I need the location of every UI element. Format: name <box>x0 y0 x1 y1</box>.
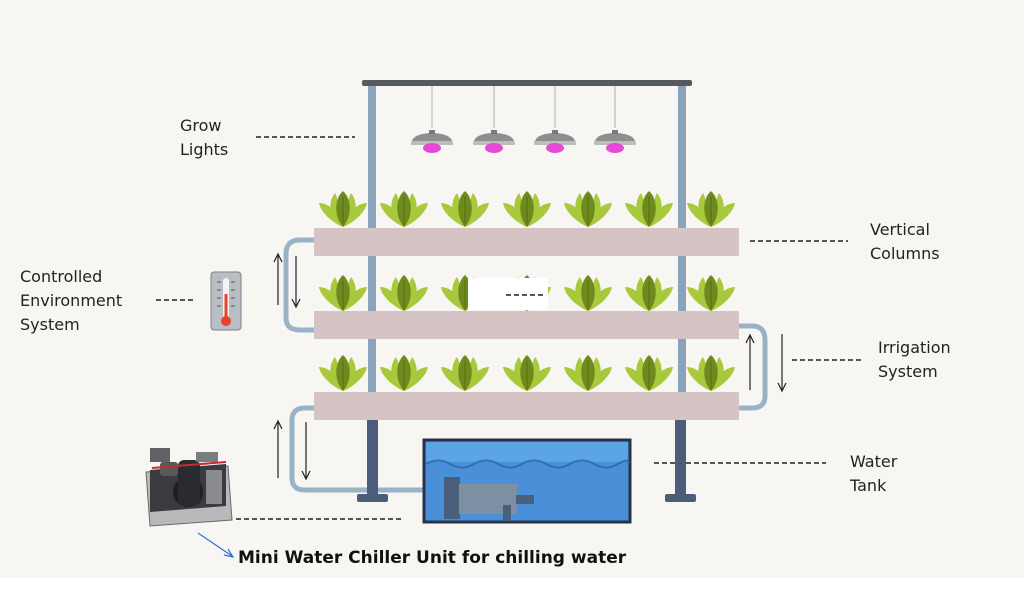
caption-water-chiller: Mini Water Chiller Unit for chilling wat… <box>238 548 627 568</box>
legs <box>357 420 696 502</box>
shelf-middle <box>314 311 739 339</box>
top-bar <box>362 80 692 86</box>
water-chiller-icon <box>145 448 233 527</box>
grow-light-icon <box>473 130 515 153</box>
diagram-canvas <box>145 80 862 558</box>
irrigation-pipes <box>283 237 768 493</box>
caption-pointer <box>197 532 235 558</box>
leader-lines <box>156 136 862 520</box>
flow-arrows <box>273 252 787 481</box>
water-pump-icon <box>444 477 534 521</box>
shelf-top <box>314 228 739 256</box>
grow-light-icon <box>594 130 636 153</box>
grow-light-icon <box>534 130 576 153</box>
shelf-bottom <box>314 392 739 420</box>
thermometer-icon <box>210 271 242 331</box>
grow-lights <box>411 86 636 153</box>
water-tank <box>422 438 632 524</box>
grow-light-icon <box>411 130 453 153</box>
